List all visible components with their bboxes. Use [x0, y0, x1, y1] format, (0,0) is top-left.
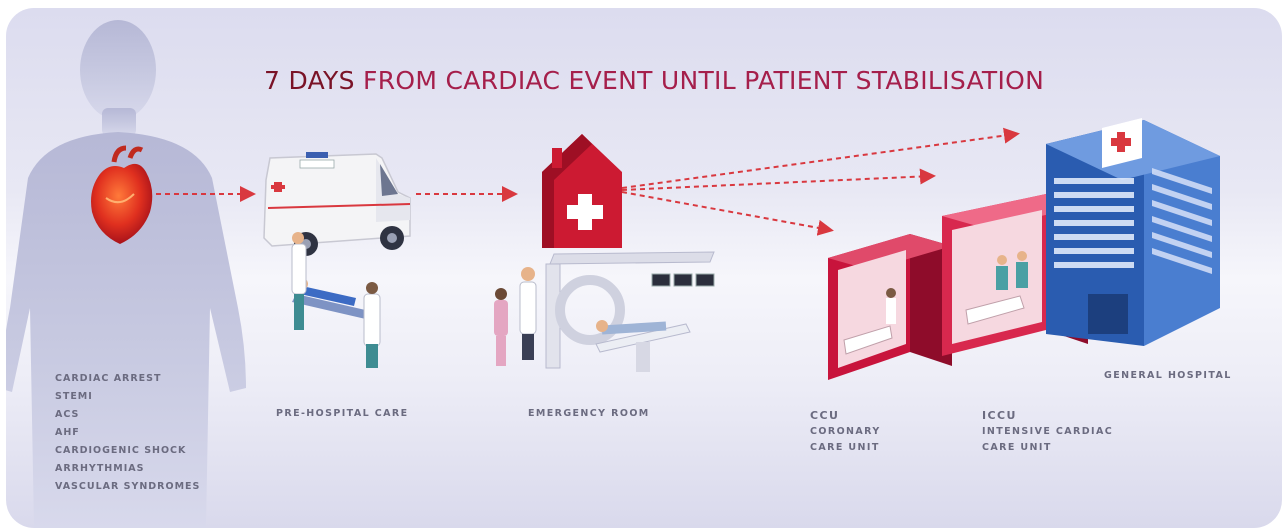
ccu-line2: CARE UNIT [810, 442, 880, 453]
er-equipment [494, 251, 715, 372]
iccu-abbr: ICCU [982, 409, 1017, 422]
condition-item: AHF [55, 427, 80, 438]
ccu-line1: CORONARY [810, 426, 881, 437]
stage-label-ccu: CCU CORONARY CARE UNIT [810, 408, 881, 456]
condition-item: CARDIAC ARREST [55, 373, 162, 384]
iccu-line2: CARE UNIT [982, 442, 1052, 453]
diagram-title: 7 DAYS FROM CARDIAC EVENT UNTIL PATIENT … [264, 66, 1044, 95]
hospital-building-icon [1046, 118, 1220, 346]
conditions-list: CARDIAC ARREST STEMI ACS AHF CARDIOGENIC… [55, 370, 200, 496]
condition-item: CARDIOGENIC SHOCK [55, 445, 187, 456]
stage-label-pre-hospital: PRE-HOSPITAL CARE [276, 408, 409, 419]
stage-label-emergency-room: EMERGENCY ROOM [528, 408, 650, 419]
title-rest: FROM CARDIAC EVENT UNTIL PATIENT STABILI… [354, 66, 1045, 95]
ccu-unit-icon [828, 234, 952, 380]
flow-arrows [156, 127, 1020, 236]
anatomical-heart-icon [91, 145, 153, 244]
stage-label-iccu: ICCU INTENSIVE CARDIAC CARE UNIT [982, 408, 1113, 456]
condition-item: ACS [55, 409, 80, 420]
diagram-panel: 7 DAYS FROM CARDIAC EVENT UNTIL PATIENT … [6, 8, 1282, 528]
human-silhouette [6, 20, 246, 528]
condition-item: STEMI [55, 391, 93, 402]
emergency-house-icon [542, 134, 622, 248]
condition-item: VASCULAR SYNDROMES [55, 481, 201, 492]
ambulance-icon [263, 152, 411, 256]
illustration-layer [6, 20, 1220, 528]
stage-label-general-hospital: GENERAL HOSPITAL [1104, 370, 1232, 381]
condition-item: ARRHYTHMIAS [55, 463, 145, 474]
iccu-line1: INTENSIVE CARDIAC [982, 426, 1114, 437]
title-highlight: 7 DAYS [264, 66, 355, 95]
paramedics-stretcher [291, 232, 381, 368]
ccu-abbr: CCU [810, 409, 840, 422]
